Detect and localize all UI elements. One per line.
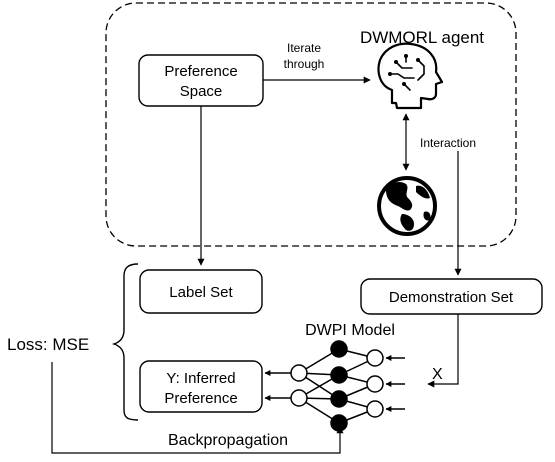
preference-space-label-line2: Space [180,83,223,100]
demonstration-set-label: Demonstration Set [389,289,514,306]
output-node [290,389,308,407]
loss-brace [111,263,139,421]
preference-space-label-line1: Preference [164,63,237,80]
label-set-box: Label Set [139,269,263,314]
inferred-preference-label-line1: Y: Inferred [166,370,235,387]
input-node [366,400,384,418]
inferred-preference-label-line2: Preference [164,390,237,407]
preference-space-box: Preference Space [138,54,264,107]
globe-icon [377,176,437,236]
loss-label: Loss: MSE [7,335,89,354]
backpropagation-label: Backpropagation [168,432,288,449]
label-set-label: Label Set [169,284,233,301]
iterate-label-line1: Iterate [287,41,321,55]
backpropagation-arrow [51,362,344,454]
interaction-label: Interaction [420,136,476,150]
hidden-node [330,366,348,384]
brain-circuit-icon [377,42,444,110]
agent-environment-region [105,2,517,247]
inferred-preference-box: Y: Inferred Preference [139,360,263,413]
input-node [366,349,384,367]
x-label: X [432,366,443,383]
demonstration-to-model-arrow [427,314,459,388]
demonstration-set-box: Demonstration Set [360,278,543,315]
dwpi-network [264,340,405,432]
hidden-node [330,414,348,432]
agent-title: DWMORL agent [360,28,484,47]
output-node [290,364,308,382]
iterate-label-line2: through [284,57,325,71]
hidden-node [330,340,348,358]
model-label: DWPI Model [305,322,395,339]
hidden-node [330,390,348,408]
input-node [366,375,384,393]
